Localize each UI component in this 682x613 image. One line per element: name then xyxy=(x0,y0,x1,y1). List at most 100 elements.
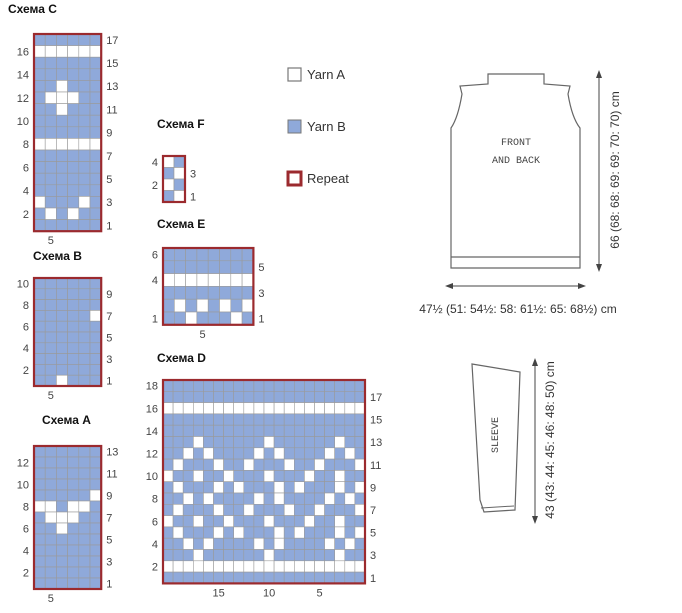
legend-yarn-a-label: Yarn A xyxy=(307,67,345,82)
chart-cell xyxy=(304,526,315,539)
chart-cell xyxy=(203,447,214,460)
chart-cell xyxy=(172,571,184,584)
chart-cell xyxy=(44,149,57,162)
row-number-left: 4 xyxy=(152,275,158,287)
chart-cell xyxy=(203,379,214,392)
chart-cell xyxy=(283,549,295,562)
chart-cell xyxy=(354,549,366,562)
row-number-left: 1 xyxy=(152,313,158,325)
chart-cell xyxy=(78,149,91,162)
body-width-measurement: 47½ (51: 54½: 58: 61½: 65: 68½) cm xyxy=(419,302,616,316)
chart-cell xyxy=(67,555,80,568)
chart-cell xyxy=(196,260,209,274)
chart-cell xyxy=(283,424,295,437)
chart-cell xyxy=(193,503,204,516)
chart-cell xyxy=(241,247,254,262)
chart-cell xyxy=(44,489,57,502)
chart-cell xyxy=(182,515,194,528)
chart-cell xyxy=(293,470,305,482)
row-number-right: 11 xyxy=(370,460,381,472)
chart-cell xyxy=(44,184,57,197)
chart-cell xyxy=(56,467,68,480)
chart-cell xyxy=(324,436,336,449)
chart-cell xyxy=(203,492,214,505)
chart-cell xyxy=(334,526,346,539)
chart-cell xyxy=(293,436,305,449)
chart-cell xyxy=(354,402,366,415)
chart-cell xyxy=(193,571,204,584)
chart-cell xyxy=(162,286,175,300)
row-number-left: 6 xyxy=(23,524,29,536)
chart-cell xyxy=(44,68,57,81)
chart-title: Схема F xyxy=(157,117,205,131)
chart-cell xyxy=(213,526,224,539)
chart-cell xyxy=(324,503,336,516)
chart-cell xyxy=(193,424,204,437)
chart-cell xyxy=(78,353,91,365)
chart-cell xyxy=(162,481,174,494)
chart-cell xyxy=(33,56,46,70)
chart-cell xyxy=(78,114,91,128)
chart-cell xyxy=(203,470,214,482)
chart-cell xyxy=(56,500,68,513)
row-number-right: 3 xyxy=(106,197,112,209)
chart-cell xyxy=(324,470,336,482)
row-number-right: 3 xyxy=(258,288,264,300)
chart-cell xyxy=(203,560,214,573)
chart-cell xyxy=(283,390,295,403)
chart-cell xyxy=(185,260,198,274)
chart-cell xyxy=(253,390,265,403)
chart-cell xyxy=(203,402,214,415)
chart-cell xyxy=(334,537,346,550)
chart-cell xyxy=(283,458,295,471)
chart-cell xyxy=(89,511,102,524)
chart-cell xyxy=(213,390,224,403)
chart-cell xyxy=(78,467,91,480)
row-number-right: 1 xyxy=(106,579,112,591)
sleeve-cuff-line xyxy=(480,505,515,509)
chart-cell xyxy=(78,172,91,186)
row-number-right: 17 xyxy=(106,35,118,47)
chart-cell xyxy=(253,402,265,415)
chart-cell xyxy=(78,478,91,491)
chart-cell xyxy=(314,549,325,562)
chart-cell xyxy=(182,503,194,516)
chart-cell xyxy=(182,492,194,505)
chart-cell xyxy=(273,458,285,471)
chart-cell xyxy=(33,342,46,354)
chart-cell xyxy=(56,445,68,458)
chart-cell xyxy=(243,436,255,449)
chart-cell xyxy=(354,526,366,539)
chart-cell xyxy=(56,555,68,568)
chart-cell xyxy=(253,481,265,494)
row-number-left: 16 xyxy=(146,403,158,415)
chart-cell xyxy=(89,299,102,311)
body-schematic: FRONT AND BACK 66 (68: 68: 69: 69: 70: 7… xyxy=(419,70,622,316)
chart-cell xyxy=(354,390,366,403)
chart-cell xyxy=(203,436,214,449)
chart-cell xyxy=(253,458,265,471)
chart-cell xyxy=(223,436,235,449)
chart-cell xyxy=(324,492,336,505)
chart-cell xyxy=(263,436,275,449)
chart-cell xyxy=(162,503,174,516)
chart-cell xyxy=(56,126,68,139)
row-number-right: 7 xyxy=(106,151,112,163)
chart-cell xyxy=(89,196,102,209)
chart-cell xyxy=(33,149,46,162)
chart-cell xyxy=(193,379,204,392)
chart-cell xyxy=(162,571,174,584)
chart-cell xyxy=(219,247,232,262)
chart-cell xyxy=(219,298,232,313)
chart-cell xyxy=(219,273,232,287)
chart-cell xyxy=(233,424,245,437)
chart-cell xyxy=(263,413,275,426)
chart-cell xyxy=(33,511,46,524)
chart-cell xyxy=(89,45,102,58)
chart-cell xyxy=(33,522,46,535)
chart-cell xyxy=(213,515,224,528)
chart-cell xyxy=(314,571,325,584)
chart-cell xyxy=(324,537,336,550)
chart-cell xyxy=(172,503,184,516)
stitch-number: 5 xyxy=(200,329,206,341)
